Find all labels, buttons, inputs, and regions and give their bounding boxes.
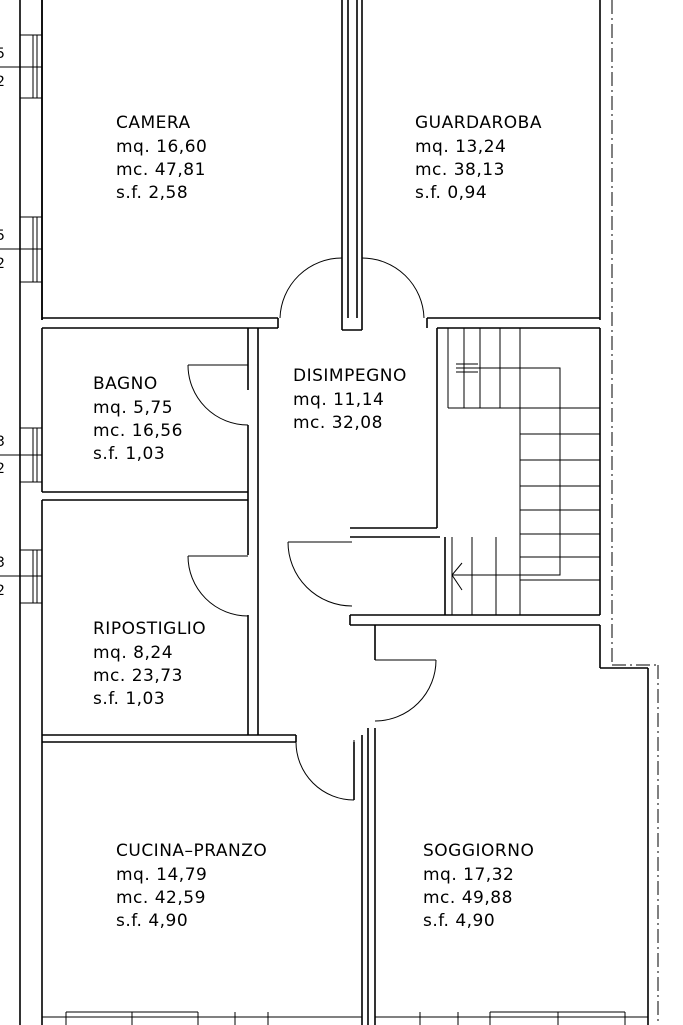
room-camera: CAMERA mq. 16,60 mc. 47,81 s.f. 2,58 <box>116 113 207 203</box>
side-mark: 5 <box>0 228 5 244</box>
room-volume: mc. 23,73 <box>93 666 183 686</box>
room-soggiorno: SOGGIORNO mq. 17,32 mc. 49,88 s.f. 4,90 <box>423 841 534 931</box>
room-ripostiglio: RIPOSTIGLIO mq. 8,24 mc. 23,73 s.f. 1,03 <box>93 619 206 709</box>
side-mark: 5 <box>0 46 5 62</box>
side-mark: 3 <box>0 555 5 571</box>
door-ripostiglio <box>187 555 249 617</box>
room-name: CUCINA–PRANZO <box>116 841 267 861</box>
room-area: mq. 8,24 <box>93 643 173 663</box>
room-area: mq. 17,32 <box>423 865 514 885</box>
room-guardaroba-walls <box>341 0 601 331</box>
room-name: DISIMPEGNO <box>293 366 407 386</box>
room-window-area: s.f. 1,03 <box>93 444 165 464</box>
room-area: mq. 13,24 <box>415 137 506 157</box>
room-bagno-walls <box>41 328 248 501</box>
side-dimension-marks: 5 2 5 2 3 2 3 2 <box>0 46 5 599</box>
room-name: GUARDAROBA <box>415 113 542 133</box>
room-volume: mc. 32,08 <box>293 413 383 433</box>
room-window-area: s.f. 4,90 <box>423 911 495 931</box>
room-camera-walls <box>41 0 349 329</box>
room-volume: mc. 42,59 <box>116 888 206 908</box>
room-name: SOGGIORNO <box>423 841 534 861</box>
door-soggiorno <box>374 659 437 722</box>
side-mark: 2 <box>0 74 5 90</box>
room-disimpegno: DISIMPEGNO mq. 11,14 mc. 32,08 <box>293 366 407 433</box>
side-mark: 2 <box>0 256 5 272</box>
room-guardaroba: GUARDAROBA mq. 13,24 mc. 38,13 s.f. 0,94 <box>415 113 542 203</box>
door-camera <box>279 257 343 319</box>
room-name: BAGNO <box>93 374 158 394</box>
room-volume: mc. 38,13 <box>415 160 505 180</box>
room-window-area: s.f. 0,94 <box>415 183 487 203</box>
staircase <box>445 328 601 616</box>
door-bagno <box>187 364 249 426</box>
room-soggiorno-walls <box>367 624 649 1025</box>
room-area: mq. 5,75 <box>93 398 173 418</box>
room-area: mq. 16,60 <box>116 137 207 157</box>
room-area: mq. 14,79 <box>116 865 207 885</box>
room-name: CAMERA <box>116 113 191 133</box>
room-volume: mc. 49,88 <box>423 888 513 908</box>
bottom-windows <box>42 1011 648 1025</box>
room-window-area: s.f. 1,03 <box>93 689 165 709</box>
room-disimpegno-walls <box>247 318 446 735</box>
room-window-area: s.f. 2,58 <box>116 183 188 203</box>
property-boundary-line <box>611 0 659 1025</box>
door-guardaroba <box>361 257 425 319</box>
side-mark: 2 <box>0 461 5 477</box>
room-area: mq. 11,14 <box>293 390 384 410</box>
room-window-area: s.f. 4,90 <box>116 911 188 931</box>
room-volume: mc. 47,81 <box>116 160 206 180</box>
door-cucina <box>295 740 355 801</box>
left-outer-wall <box>0 0 43 1025</box>
door-stairs <box>287 541 353 607</box>
room-volume: mc. 16,56 <box>93 421 183 441</box>
room-bagno: BAGNO mq. 5,75 mc. 16,56 s.f. 1,03 <box>93 374 183 464</box>
side-mark: 3 <box>0 434 5 450</box>
side-mark: 2 <box>0 583 5 599</box>
room-name: RIPOSTIGLIO <box>93 619 206 639</box>
room-cucina-pranzo: CUCINA–PRANZO mq. 14,79 mc. 42,59 s.f. 4… <box>116 841 267 931</box>
room-ripostiglio-walls <box>41 500 258 736</box>
